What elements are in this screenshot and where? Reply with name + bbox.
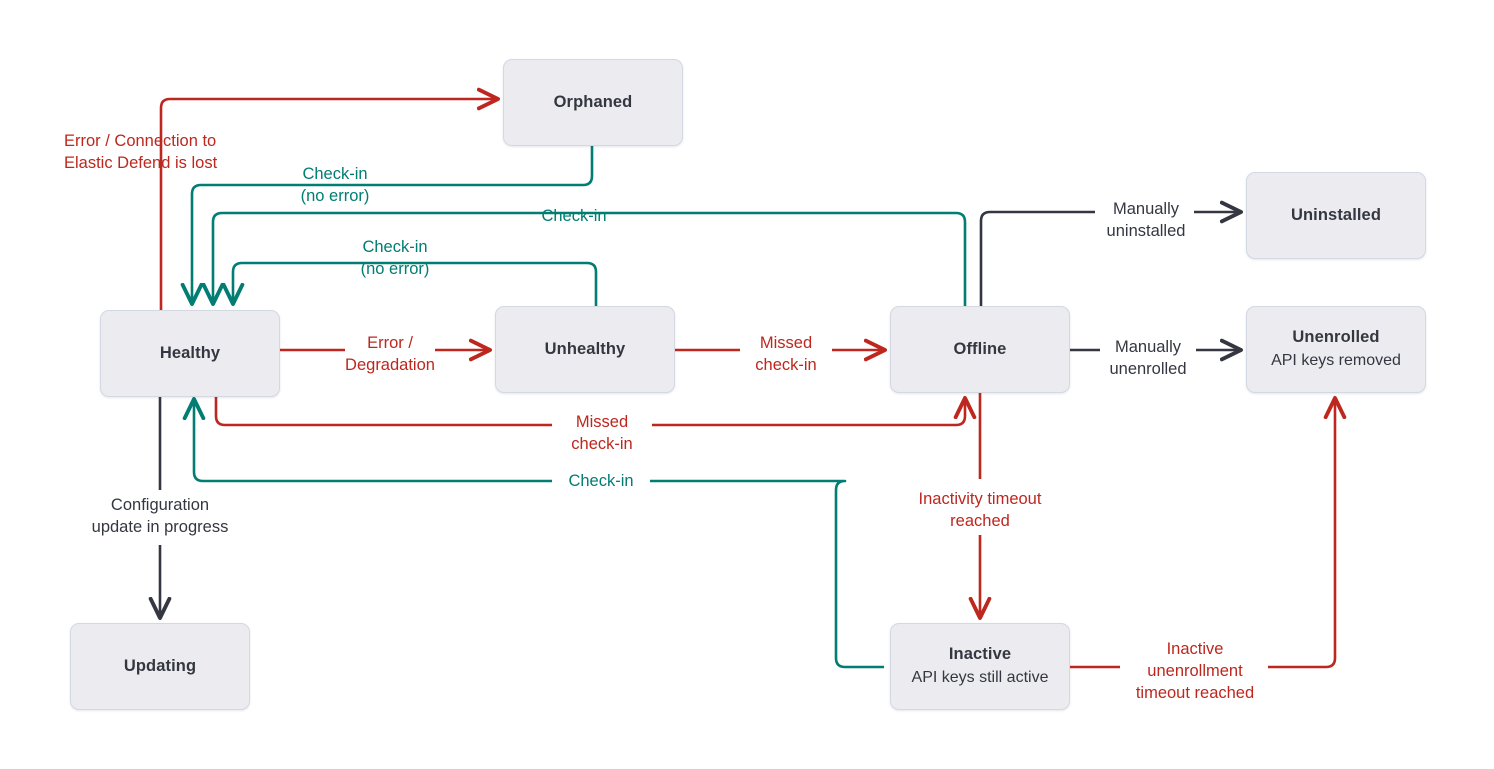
edge-offline-to-uninstalled-seg1 — [979, 210, 1095, 306]
node-inactive-subtitle: API keys still active — [911, 668, 1049, 686]
edge-label-checkin-inactive: Check-in — [568, 472, 634, 490]
edge-label-manually-uninstalled-line1: Manually — [1112, 200, 1180, 218]
edge-label-error-connection-line2: Elastic Defend is lost — [64, 154, 218, 172]
edge-unhealthy-to-healthy — [233, 261, 598, 306]
edge-label-error-degradation-line2: Degradation — [345, 356, 435, 374]
edge-label-checkin-noerror-top-line2: (no error) — [300, 187, 370, 205]
edge-label-config-update-line2: update in progress — [91, 518, 229, 536]
edge-orphaned-to-healthy — [192, 146, 594, 303]
node-offline[interactable]: Offline — [890, 306, 1070, 393]
edge-offline-to-healthy-checkin — [213, 211, 967, 306]
edge-label-manually-unenrolled-line1: Manually — [1114, 338, 1182, 356]
node-orphaned[interactable]: Orphaned — [503, 59, 683, 146]
node-unhealthy-title: Unhealthy — [544, 340, 626, 359]
node-unenrolled-title: Unenrolled — [1292, 328, 1380, 347]
node-inactive[interactable]: Inactive API keys still active — [890, 623, 1070, 710]
node-inactive-title: Inactive — [948, 645, 1012, 664]
edge-label-missed-checkin-unhealthy-line1: Missed — [759, 334, 813, 352]
node-uninstalled[interactable]: Uninstalled — [1246, 172, 1426, 259]
edge-label-checkin-offline: Check-in — [541, 207, 607, 225]
edge-label-inactive-unenrollment-line1: Inactive — [1166, 640, 1224, 658]
edge-label-checkin-noerror-mid-line1: Check-in — [362, 238, 428, 256]
node-healthy-title: Healthy — [159, 344, 221, 363]
node-updating[interactable]: Updating — [70, 623, 250, 710]
edge-label-manually-uninstalled-line2: uninstalled — [1106, 222, 1186, 240]
edge-label-error-connection-line1: Error / Connection to — [64, 132, 217, 150]
node-updating-title: Updating — [123, 657, 197, 676]
edge-healthy-to-orphaned — [159, 99, 497, 310]
node-orphaned-title: Orphaned — [553, 93, 633, 112]
edge-label-missed-checkin-unhealthy-line2: check-in — [755, 356, 817, 374]
edge-label-checkin-noerror-mid-line2: (no error) — [360, 260, 430, 278]
node-healthy[interactable]: Healthy — [100, 310, 280, 397]
edge-label-manually-unenrolled-line2: unenrolled — [1109, 360, 1187, 378]
edge-label-missed-checkin-healthy-line2: check-in — [571, 435, 633, 453]
edge-healthy-to-offline-seg2 — [652, 399, 965, 427]
node-unenrolled-subtitle: API keys removed — [1271, 351, 1401, 369]
edge-label-checkin-noerror-top-line1: Check-in — [302, 165, 368, 183]
node-unenrolled[interactable]: Unenrolled API keys removed — [1246, 306, 1426, 393]
edge-label-inactivity-timeout-line1: Inactivity timeout — [918, 490, 1042, 508]
edge-label-error-degradation-line1: Error / — [367, 334, 413, 352]
edge-label-inactive-unenrollment-line3: timeout reached — [1135, 684, 1255, 702]
edge-label-config-update-line1: Configuration — [110, 496, 210, 514]
edge-healthy-to-offline-seg1 — [214, 397, 552, 427]
edge-label-inactivity-timeout-line2: reached — [950, 512, 1010, 530]
edge-inactive-to-healthy-seg2 — [650, 479, 884, 669]
edge-label-inactive-unenrollment-line2: unenrollment — [1147, 662, 1243, 680]
node-unhealthy[interactable]: Unhealthy — [495, 306, 675, 393]
edge-inactive-to-healthy-seg1 — [194, 400, 552, 483]
edge-inactive-to-unenrolled-seg2 — [1268, 399, 1335, 669]
edge-label-missed-checkin-healthy-line1: Missed — [575, 413, 629, 431]
node-uninstalled-title: Uninstalled — [1290, 206, 1382, 225]
node-offline-title: Offline — [953, 340, 1007, 359]
